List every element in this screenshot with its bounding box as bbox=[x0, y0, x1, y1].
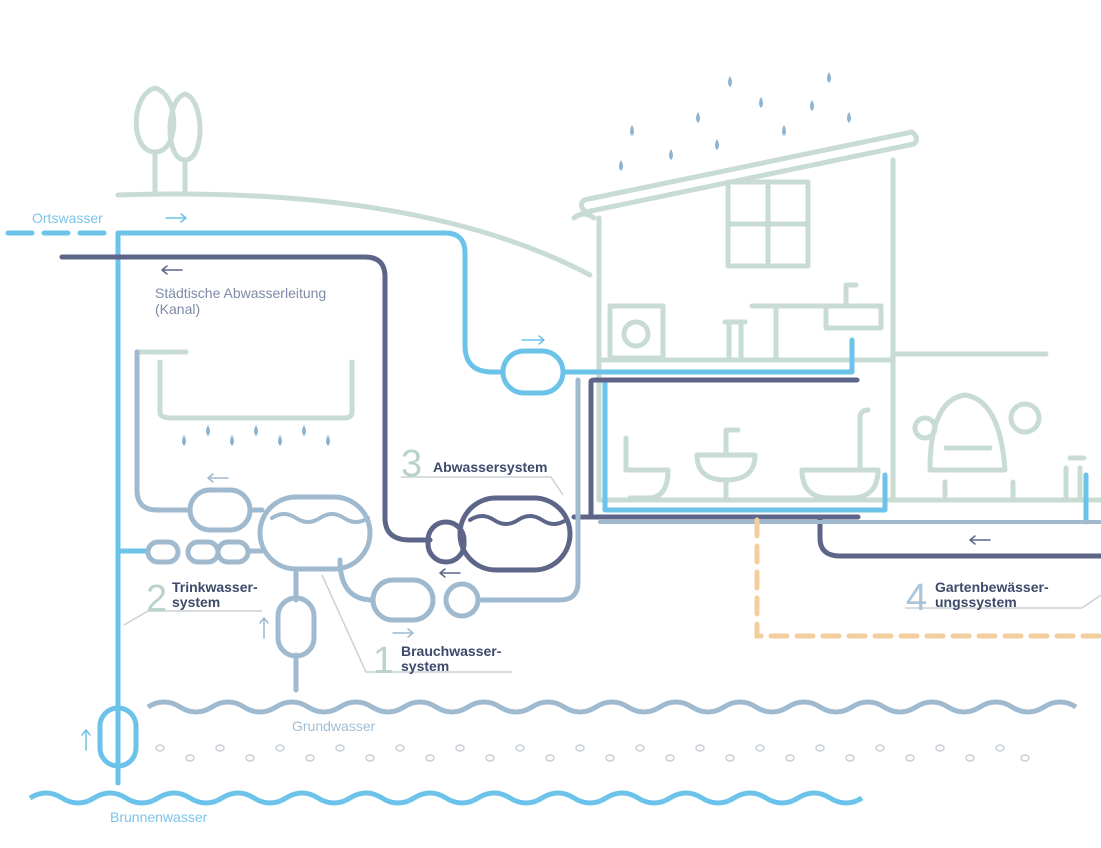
label-kanal: (Kanal) bbox=[155, 301, 200, 317]
rainwater-tub bbox=[134, 349, 355, 421]
service-water-pipes bbox=[134, 349, 1101, 693]
stool-icon bbox=[722, 319, 748, 361]
service-filter bbox=[187, 487, 253, 533]
fresh-water-tank bbox=[500, 348, 566, 396]
tank-water-wave bbox=[270, 512, 370, 524]
drink-filter-2 bbox=[185, 539, 221, 565]
label-trinkwasser-2: system bbox=[172, 594, 220, 610]
sewage-tank bbox=[457, 495, 573, 573]
toilet-icon bbox=[623, 435, 671, 501]
tub-drops bbox=[182, 425, 330, 446]
raindrop-icon bbox=[847, 112, 851, 123]
raindrop-icon bbox=[630, 125, 634, 136]
groundwater-wave bbox=[146, 699, 1078, 715]
label-abwassersystem: Abwassersystem bbox=[433, 459, 547, 475]
label-ortswasser: Ortswasser bbox=[32, 210, 103, 226]
label-grundwasser: Grundwasser bbox=[292, 718, 376, 734]
raindrop-icon bbox=[728, 76, 732, 87]
service-pump-tank bbox=[370, 577, 436, 623]
number-4: 4 bbox=[906, 577, 927, 619]
groundwater-pump bbox=[275, 595, 317, 659]
sewage-pipes bbox=[59, 254, 1101, 573]
label-brunnenwasser: Brunnenwasser bbox=[110, 809, 208, 825]
flow-arrows bbox=[81, 213, 991, 751]
drink-filter-1 bbox=[145, 539, 181, 565]
arrow-right-icon bbox=[392, 628, 414, 638]
raindrop-icon bbox=[669, 149, 673, 160]
raindrop-icon bbox=[810, 100, 814, 111]
car-icon bbox=[927, 392, 1016, 499]
bathtub-icon bbox=[799, 407, 881, 501]
number-3: 3 bbox=[401, 443, 422, 485]
label-brauchwasser-2: system bbox=[401, 658, 449, 674]
house bbox=[571, 129, 1101, 503]
raindrop-icon bbox=[696, 112, 700, 123]
label-abwasserleitung: Städtische Abwasserleitung bbox=[155, 285, 326, 301]
sewage-water-wave bbox=[468, 514, 568, 526]
arrow-left-icon bbox=[439, 568, 461, 578]
service-pump-icon bbox=[443, 581, 481, 619]
arrow-left-icon bbox=[969, 535, 991, 545]
washing-machine-icon bbox=[607, 303, 666, 361]
drink-filter-3 bbox=[215, 539, 251, 565]
arrow-right-icon bbox=[521, 335, 545, 345]
tree-left-icon bbox=[133, 85, 177, 195]
sewage-small-tank bbox=[425, 519, 467, 565]
raindrop-icon bbox=[827, 72, 831, 83]
leader-lines bbox=[123, 476, 1101, 673]
landscape bbox=[115, 85, 593, 278]
arrow-up-icon bbox=[81, 729, 91, 751]
kitchen-counter bbox=[749, 303, 883, 361]
gravel-layer bbox=[155, 744, 1030, 762]
label-trinkwasser-1: Trinkwasser- bbox=[172, 579, 258, 595]
arrow-right-icon bbox=[165, 213, 187, 223]
raindrop-icon bbox=[715, 139, 719, 150]
number-2: 2 bbox=[146, 578, 167, 620]
garden-irrigation-pipe bbox=[754, 517, 1101, 639]
hill-line bbox=[115, 191, 593, 278]
raindrop-icon bbox=[619, 160, 623, 171]
arrow-left-icon bbox=[161, 265, 183, 275]
raindrop-icon bbox=[759, 97, 763, 108]
tap-icon bbox=[1063, 455, 1087, 503]
raindrop-icon bbox=[782, 125, 786, 136]
washbasin-icon bbox=[694, 427, 758, 503]
arrow-left-icon bbox=[207, 473, 229, 483]
kitchen-sink-icon bbox=[823, 303, 884, 331]
brunnenwasser-wave bbox=[28, 790, 864, 806]
well-pump bbox=[97, 705, 139, 769]
number-1: 1 bbox=[373, 640, 394, 682]
cistern-tank bbox=[257, 494, 373, 572]
tree-right-icon bbox=[167, 91, 203, 195]
roof bbox=[578, 129, 920, 215]
label-garten-1: Gartenbewässer- bbox=[935, 579, 1049, 595]
arrow-up-icon bbox=[259, 617, 269, 639]
rain-drops bbox=[619, 72, 851, 171]
fresh-water-pipes bbox=[5, 230, 1089, 786]
gutter bbox=[571, 211, 597, 221]
label-garten-2: ungssystem bbox=[935, 594, 1017, 610]
label-brauchwasser-1: Brauchwasser- bbox=[401, 643, 502, 659]
